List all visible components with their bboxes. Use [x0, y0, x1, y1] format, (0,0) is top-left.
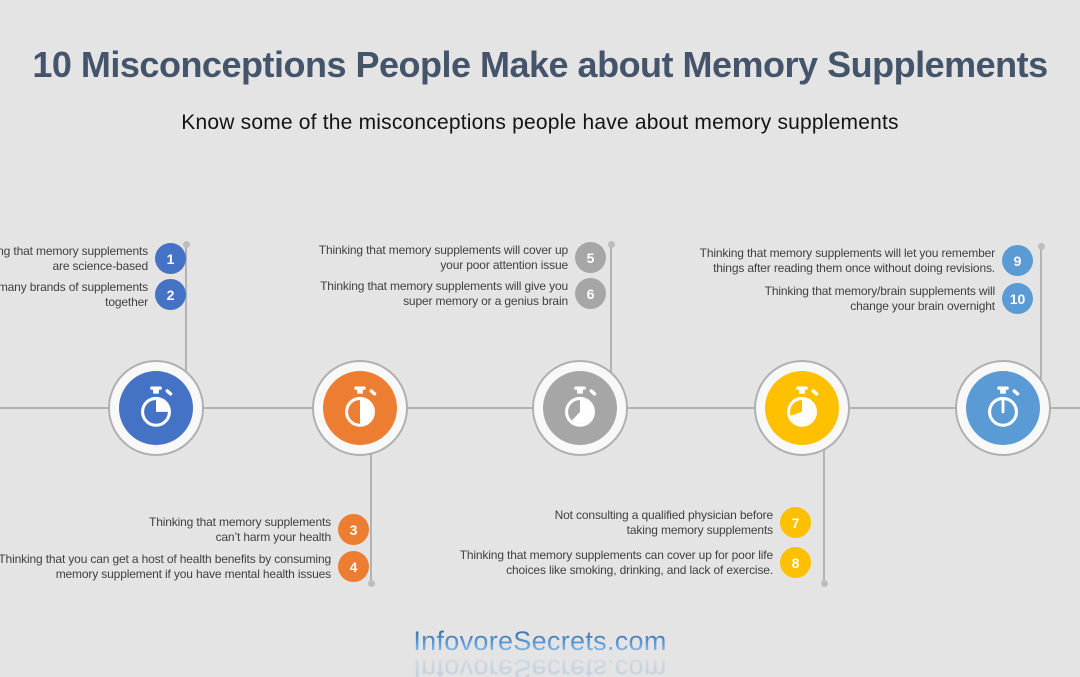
misconception-text-3: Thinking that memory supplements can’t h… — [149, 515, 331, 544]
timeline-node-1 — [108, 360, 204, 456]
list-item: Taking many brands of supplements togeth… — [0, 279, 186, 310]
timeline-node-5 — [955, 360, 1051, 456]
site-name: InfovoreSecrets.com — [413, 626, 667, 656]
connector-line-bottom-center — [820, 408, 828, 587]
misconception-text-9: Thinking that memory supplements will le… — [699, 246, 996, 275]
list-item: Thinking that memory supplements can’t h… — [0, 514, 369, 545]
stopwatch-three-fifths-icon — [565, 386, 597, 427]
stopwatch-hand-icon — [988, 386, 1020, 427]
stopwatch-seven-tenths-icon — [787, 386, 819, 427]
number-badge-6: 6 — [575, 278, 606, 309]
connector-line-top-right — [1037, 243, 1045, 409]
connector-line-top-left — [182, 241, 190, 409]
misconception-text-4: Thinking that you can get a host of heal… — [0, 552, 331, 581]
number-badge-5: 5 — [575, 242, 606, 273]
number-badge-4: 4 — [338, 551, 369, 582]
misconception-group-bottom-left: Thinking that memory supplements can’t h… — [0, 514, 369, 582]
connector-endpoint-dot — [367, 580, 375, 587]
misconception-text-6: Thinking that memory supplements will gi… — [320, 279, 568, 308]
number-badge-3: 3 — [338, 514, 369, 545]
connector-endpoint-dot — [607, 241, 615, 248]
misconception-text-10: Thinking that memory/brain supplements w… — [764, 284, 995, 313]
misconception-text-1: Thinking that memory supplements are sci… — [0, 244, 148, 273]
timeline-node-4 — [754, 360, 850, 456]
page-title: 10 Misconceptions People Make about Memo… — [32, 44, 1048, 85]
misconception-group-top-right: Thinking that memory supplements will le… — [670, 245, 1033, 314]
timeline-node-2 — [312, 360, 408, 456]
number-badge-2: 2 — [155, 279, 186, 310]
site-name-reflection: InfovoreSecrets.com — [0, 653, 1080, 677]
number-badge-1: 1 — [155, 243, 186, 274]
list-item: Thinking that memory supplements are sci… — [0, 243, 186, 274]
number-badge-9: 9 — [1002, 245, 1033, 276]
list-item: Thinking that memory supplements can cov… — [428, 547, 811, 578]
misconception-group-bottom-center: Not consulting a qualified physician bef… — [428, 507, 811, 578]
misconception-text-7: Not consulting a qualified physician bef… — [554, 508, 774, 537]
list-item: Thinking that memory/brain supplements w… — [670, 283, 1033, 314]
misconception-text-2: Taking many brands of supplements togeth… — [0, 280, 148, 309]
list-item: Not consulting a qualified physician bef… — [428, 507, 811, 538]
list-item: Thinking that memory supplements will gi… — [313, 278, 606, 309]
misconception-group-top-center: Thinking that memory supplements will co… — [313, 242, 606, 309]
number-badge-8: 8 — [780, 547, 811, 578]
misconception-group-top-left: Thinking that memory supplements are sci… — [0, 243, 186, 310]
number-badge-7: 7 — [780, 507, 811, 538]
connector-line-top-center — [607, 241, 615, 409]
connector-endpoint-dot — [1037, 243, 1045, 250]
misconception-text-5: Thinking that memory supplements will co… — [318, 243, 568, 272]
misconception-text-8: Thinking that memory supplements can cov… — [459, 548, 773, 577]
number-badge-10: 10 — [1002, 283, 1033, 314]
stopwatch-half-icon — [345, 386, 377, 427]
list-item: Thinking that memory supplements will le… — [670, 245, 1033, 276]
connector-endpoint-dot — [820, 580, 828, 587]
footer: InfovoreSecrets.com — [0, 626, 1080, 657]
list-item: Thinking that you can get a host of heal… — [0, 551, 369, 582]
connector-endpoint-dot — [182, 241, 190, 248]
page-subtitle: Know some of the misconceptions people h… — [181, 111, 899, 134]
stopwatch-quarter-icon — [141, 386, 173, 427]
timeline-node-3 — [532, 360, 628, 456]
connector-line-bottom-left — [367, 408, 375, 587]
list-item: Thinking that memory supplements will co… — [313, 242, 606, 273]
